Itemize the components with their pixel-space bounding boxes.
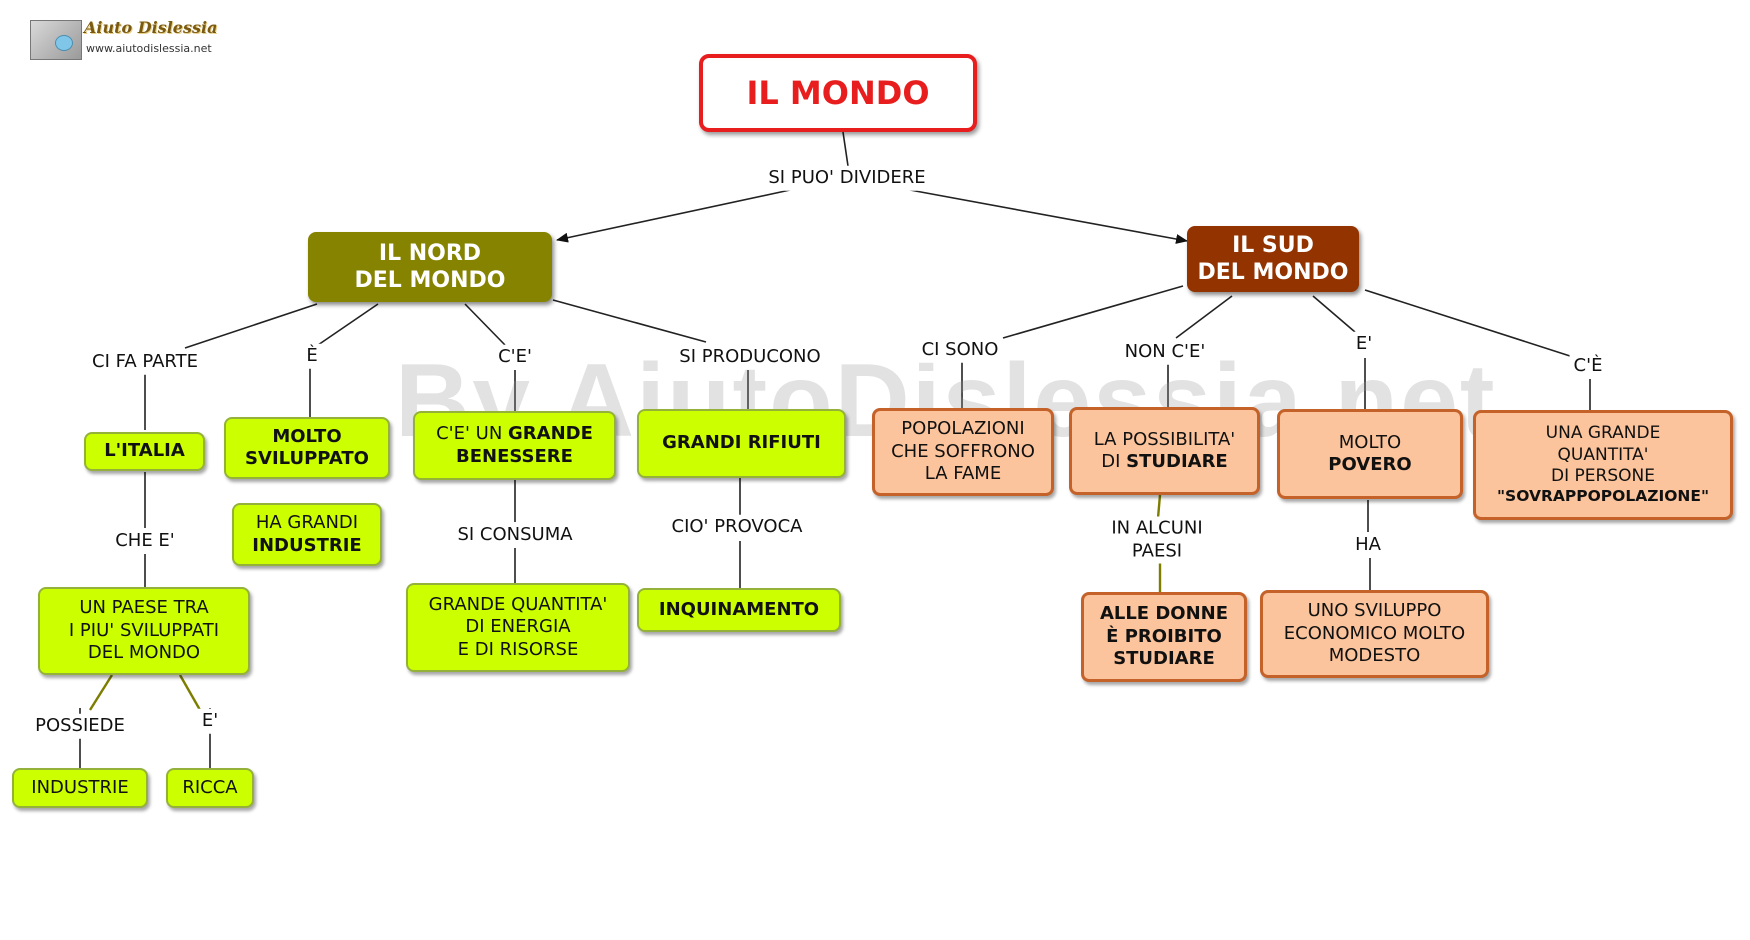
edge-south-e: [1312, 295, 1356, 333]
link-cio-provoca: CIO' PROVOCA: [667, 514, 807, 540]
node-ha-grandi-line1: HA GRANDI: [255, 512, 359, 533]
node-paese-line1: UN PAESE TRA: [79, 597, 209, 619]
node-sovra-line1: UNA GRANDE: [1545, 423, 1661, 444]
node-sovrappopolazione[interactable]: UNA GRANDE QUANTITA' DI PERSONE "SOVRAPP…: [1473, 410, 1733, 520]
node-possibilita-bold: STUDIARE: [1126, 451, 1228, 472]
node-industrie[interactable]: INDUSTRIE: [12, 768, 148, 808]
link-in-alcuni-line1: IN ALCUNI: [1111, 517, 1203, 539]
edge-link-south: [909, 189, 1188, 244]
edge-paese-e: [178, 674, 202, 711]
node-grande-quantita[interactable]: GRANDE QUANTITA' DI ENERGIA E DI RISORSE: [406, 583, 630, 672]
node-popolazioni-line3: LA FAME: [924, 463, 1002, 485]
logo-image: [30, 20, 82, 60]
link-ci-fa-parte: CI FA PARTE: [88, 349, 202, 375]
node-paese[interactable]: UN PAESE TRA I PIU' SVILUPPATI DEL MONDO: [38, 587, 250, 675]
node-benessere-bold2: BENESSERE: [456, 445, 573, 467]
edge-north-e: [317, 303, 379, 346]
node-grande-quantita-line2: DI ENERGIA: [465, 616, 571, 638]
logo-title: Aiuto Dislessia: [84, 18, 218, 37]
node-ha-grandi-line2: INDUSTRIE: [252, 534, 362, 556]
link-non-ce: NON C'E': [1120, 339, 1210, 365]
link-e-south: E': [1351, 331, 1377, 357]
edge-south-ce: [1364, 289, 1571, 357]
north-title-line2: DEL MONDO: [354, 268, 506, 293]
link-si-consuma: SI CONSUMA: [453, 522, 577, 548]
node-sovra-line2: QUANTITA': [1557, 444, 1649, 465]
node-molto-sviluppato-line2: SVILUPPATO: [245, 448, 369, 469]
south-node[interactable]: IL SUD DEL MONDO: [1187, 226, 1359, 292]
node-popolazioni-line2: CHE SOFFRONO: [891, 440, 1035, 462]
root-title: IL MONDO: [746, 74, 930, 112]
edge-north-cifaparte: [184, 303, 318, 349]
node-molto-povero-bold: POVERO: [1328, 454, 1412, 475]
edge-possibilita-inalcuni: [1156, 494, 1162, 519]
edge-north-siproducono: [552, 299, 707, 343]
node-sviluppo-line2: ECONOMICO MOLTO: [1283, 622, 1466, 644]
edge-south-nonce: [1175, 295, 1233, 339]
link-possiede: POSSIEDE: [31, 713, 129, 739]
south-title-line1: IL SUD: [1232, 232, 1314, 258]
node-italia-text: L'ITALIA: [104, 440, 185, 462]
node-benessere[interactable]: C'E' UN GRANDE BENESSERE: [413, 411, 616, 480]
node-sviluppo-line3: MODESTO: [1328, 645, 1421, 667]
link-ce-north: C'E': [494, 344, 536, 370]
node-grande-quantita-line3: E DI RISORSE: [457, 638, 579, 660]
link-in-alcuni-paesi: IN ALCUNI PAESI: [1107, 516, 1207, 564]
node-italia[interactable]: L'ITALIA: [84, 432, 205, 471]
node-sovra-line3: DI PERSONE: [1551, 465, 1655, 486]
node-ha-grandi-industrie[interactable]: HA GRANDI INDUSTRIE: [232, 503, 382, 566]
north-title-line1: IL NORD: [378, 240, 482, 266]
link-in-alcuni-line2: PAESI: [1131, 540, 1183, 561]
north-node[interactable]: IL NORD DEL MONDO: [308, 232, 552, 302]
root-node[interactable]: IL MONDO: [699, 54, 977, 132]
link-si-producono: SI PRODUCONO: [675, 344, 825, 370]
node-paese-line2: I PIU' SVILUPPATI: [68, 619, 220, 641]
node-possibilita[interactable]: LA POSSIBILITA' DI STUDIARE: [1069, 407, 1260, 495]
node-popolazioni-line1: POPOLAZIONI: [901, 418, 1025, 440]
node-molto-sviluppato[interactable]: MOLTO SVILUPPATO: [224, 417, 390, 479]
node-inquinamento[interactable]: INQUINAMENTO: [637, 588, 841, 632]
node-molto-povero[interactable]: MOLTO POVERO: [1277, 409, 1463, 499]
node-grandi-rifiuti[interactable]: GRANDI RIFIUTI: [637, 409, 846, 478]
node-molto-povero-line1: MOLTO: [1338, 431, 1402, 453]
link-ci-sono: CI SONO: [917, 337, 1003, 363]
node-alle-donne[interactable]: ALLE DONNE È PROIBITO STUDIARE: [1081, 592, 1247, 682]
node-ricca-text: RICCA: [182, 776, 238, 798]
logo-url: www.aiutodislessia.net: [86, 42, 212, 55]
edge-link-north: [556, 189, 791, 243]
link-che-e: CHE E': [111, 528, 179, 554]
node-possibilita-pre: DI: [1101, 451, 1127, 472]
node-sviluppo[interactable]: UNO SVILUPPO ECONOMICO MOLTO MODESTO: [1260, 590, 1489, 678]
node-popolazioni[interactable]: POPOLAZIONI CHE SOFFRONO LA FAME: [872, 408, 1054, 496]
edge-north-ce: [464, 303, 506, 346]
node-sovra-bold: "SOVRAPPOPOLAZIONE": [1496, 487, 1710, 506]
node-benessere-pre: C'E' UN: [436, 423, 509, 444]
logo[interactable]: Aiuto Dislessia www.aiutodislessia.net: [30, 18, 220, 60]
edge-paese-possiede: [88, 674, 114, 711]
node-grandi-rifiuti-text: GRANDI RIFIUTI: [662, 432, 821, 454]
edge-root-link: [842, 131, 849, 167]
node-benessere-bold1: GRANDE: [508, 423, 593, 444]
link-ce-south: C'È: [1569, 353, 1607, 379]
node-sviluppo-line1: UNO SVILUPPO: [1307, 600, 1442, 622]
link-e-north: È: [302, 343, 322, 369]
node-alle-donne-line1: ALLE DONNE: [1099, 603, 1229, 625]
node-ricca[interactable]: RICCA: [166, 768, 254, 808]
node-alle-donne-line2: È PROIBITO: [1106, 625, 1222, 647]
link-e-ricca: E': [197, 708, 223, 734]
node-inquinamento-text: INQUINAMENTO: [658, 598, 820, 620]
root-link-label: SI PUO' DIVIDERE: [764, 165, 930, 191]
edge-south-cisono: [1002, 285, 1184, 339]
south-title-line2: DEL MONDO: [1197, 260, 1349, 285]
node-possibilita-line1: LA POSSIBILITA': [1093, 428, 1236, 450]
link-ha: HA: [1351, 532, 1385, 558]
node-grande-quantita-line1: GRANDE QUANTITA': [428, 593, 608, 615]
node-molto-sviluppato-line1: MOLTO: [272, 425, 342, 447]
node-paese-line3: DEL MONDO: [87, 642, 201, 664]
node-alle-donne-line3: STUDIARE: [1113, 648, 1215, 670]
node-industrie-text: INDUSTRIE: [31, 776, 129, 798]
